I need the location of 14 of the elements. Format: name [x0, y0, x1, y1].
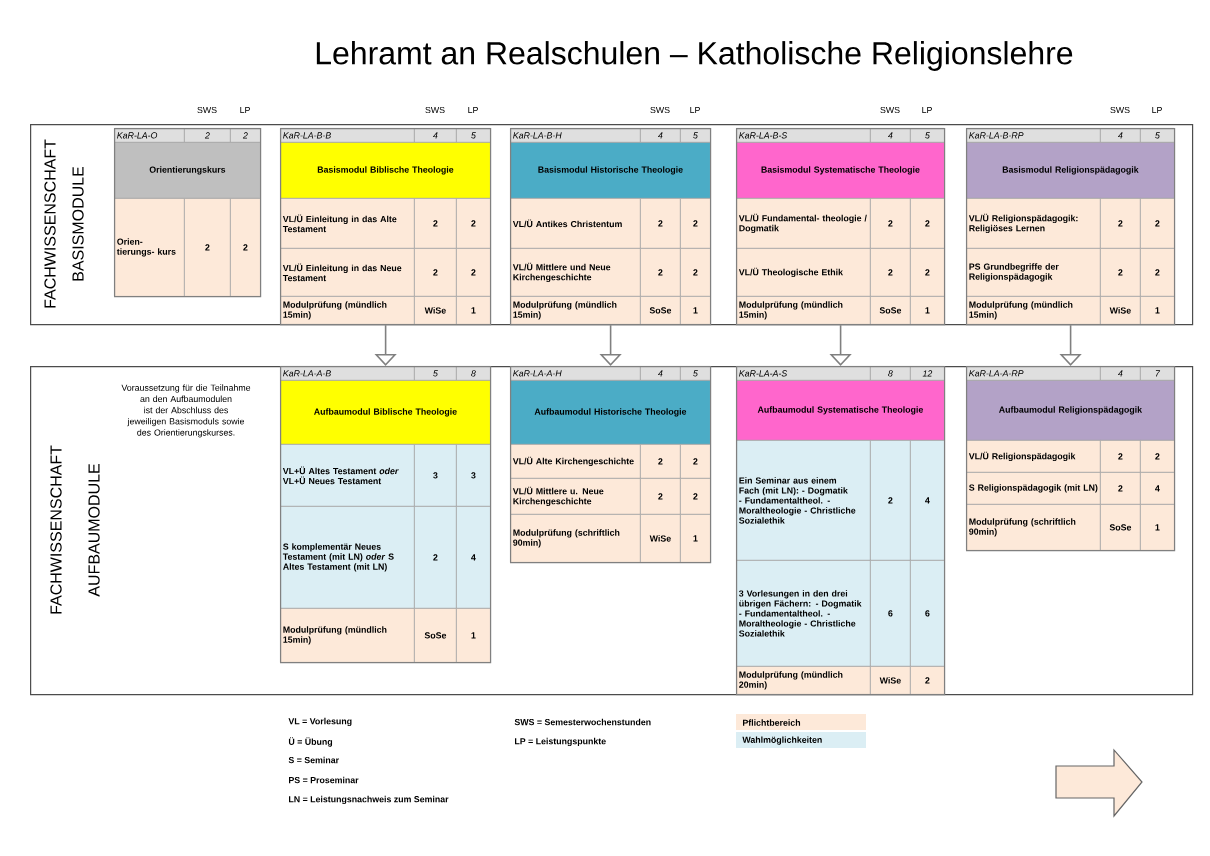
section-heading: BASISMODULE — [72, 166, 84, 281]
module-table — [966, 128, 1176, 326]
section-heading: FACHWISSENSCHAFT — [50, 445, 62, 614]
module-table — [966, 366, 1176, 552]
module-table — [736, 366, 946, 696]
module-table — [114, 128, 262, 298]
module-table — [280, 366, 492, 664]
module-table — [736, 128, 946, 326]
title: Lehramt an Realschulen – Katholische Religionslehre — [316, 41, 1073, 71]
section-heading: FACHWISSENSCHAFT — [44, 139, 56, 308]
module-table — [280, 128, 492, 326]
module-table — [510, 366, 712, 564]
module-table — [510, 128, 712, 326]
section-heading: AUFBAUMODULE — [88, 464, 100, 597]
